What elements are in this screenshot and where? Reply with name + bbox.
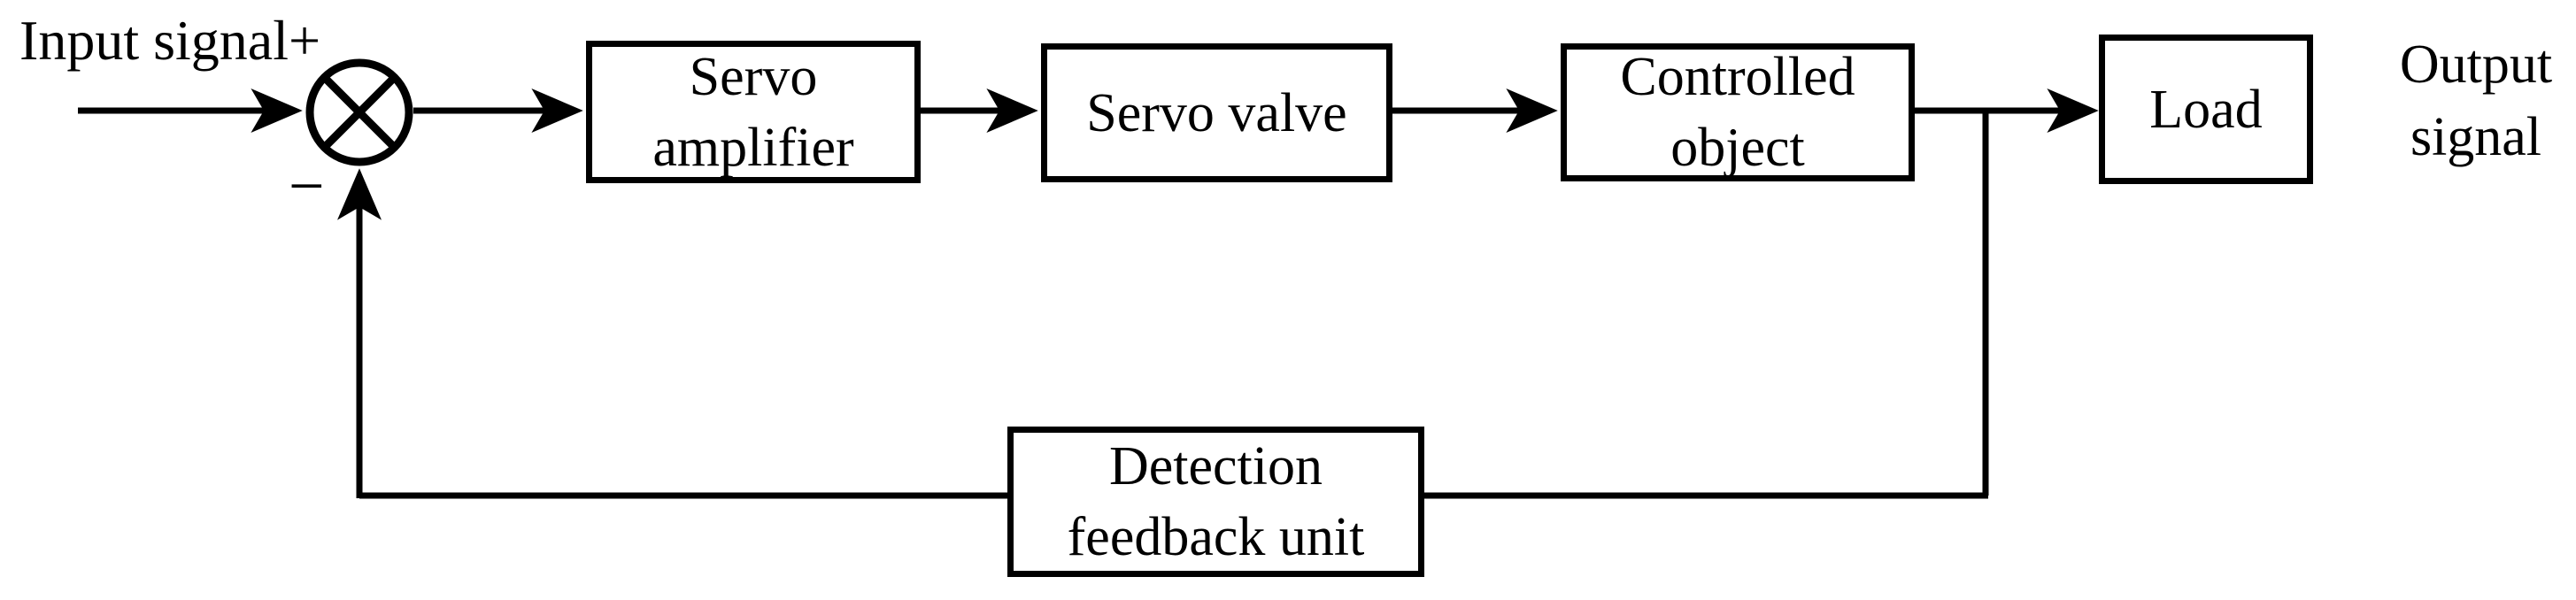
block-servo-amplifier-line2: amplifier [652,117,854,178]
block-servo-valve: Servo valve [1041,43,1392,182]
output-signal-line2: signal [2410,107,2542,167]
block-controlled-object-line2: object [1670,118,1805,178]
block-servo-amplifier: Servo amplifier [586,41,921,183]
minus-sign-label: − [289,150,325,221]
input-signal-label: Input signal+ [19,9,321,72]
output-signal-line1: Output [2399,35,2553,95]
block-detection-feedback-unit: Detection feedback unit [1007,427,1424,577]
block-load: Load [2099,35,2313,184]
summing-junction-cross-icon [320,73,398,151]
block-load-line1: Load [2149,79,2263,140]
block-controlled-object-line1: Controlled [1620,47,1855,107]
block-servo-amplifier-line1: Servo [689,46,818,107]
block-servo-valve-line1: Servo valve [1086,82,1347,143]
block-controlled-object: Controlled object [1561,43,1915,181]
output-signal-label: Output signal [2365,28,2576,173]
block-detection-feedback-unit-line1: Detection [1108,436,1323,496]
block-detection-feedback-unit-line2: feedback unit [1067,507,1365,567]
